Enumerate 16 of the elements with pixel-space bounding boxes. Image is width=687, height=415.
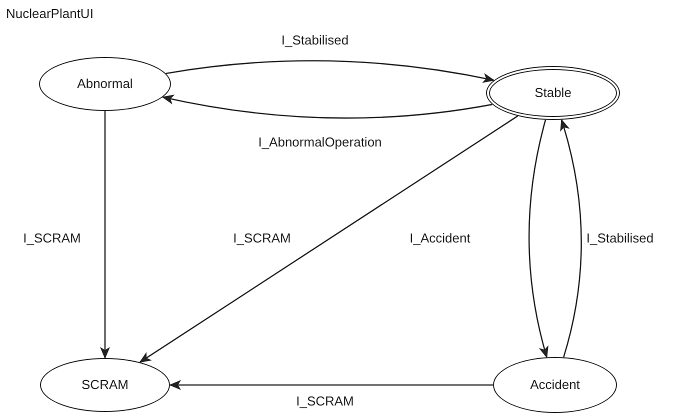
edge-label: I_AbnormalOperation — [258, 133, 382, 152]
state-name: Accident — [530, 376, 580, 394]
state-name: SCRAM — [82, 376, 128, 394]
edge-label: I_SCRAM — [23, 229, 81, 248]
state-name: Abnormal — [77, 75, 133, 94]
diagram-title: NuclearPlantUI — [6, 5, 94, 23]
edge-label: I_SCRAM — [233, 229, 291, 248]
state-name: Stable — [534, 84, 572, 102]
transition-arrow — [560, 118, 582, 358]
edge-label: I_Stabilised — [586, 229, 654, 248]
transition-arrow — [169, 380, 493, 390]
transition-arrow — [100, 111, 110, 359]
edge-label: I_Stabilised — [281, 31, 349, 50]
edge-label: I_Accident — [410, 229, 470, 248]
edge-label: I_SCRAM — [296, 392, 354, 410]
transition-arrow — [528, 120, 549, 358]
